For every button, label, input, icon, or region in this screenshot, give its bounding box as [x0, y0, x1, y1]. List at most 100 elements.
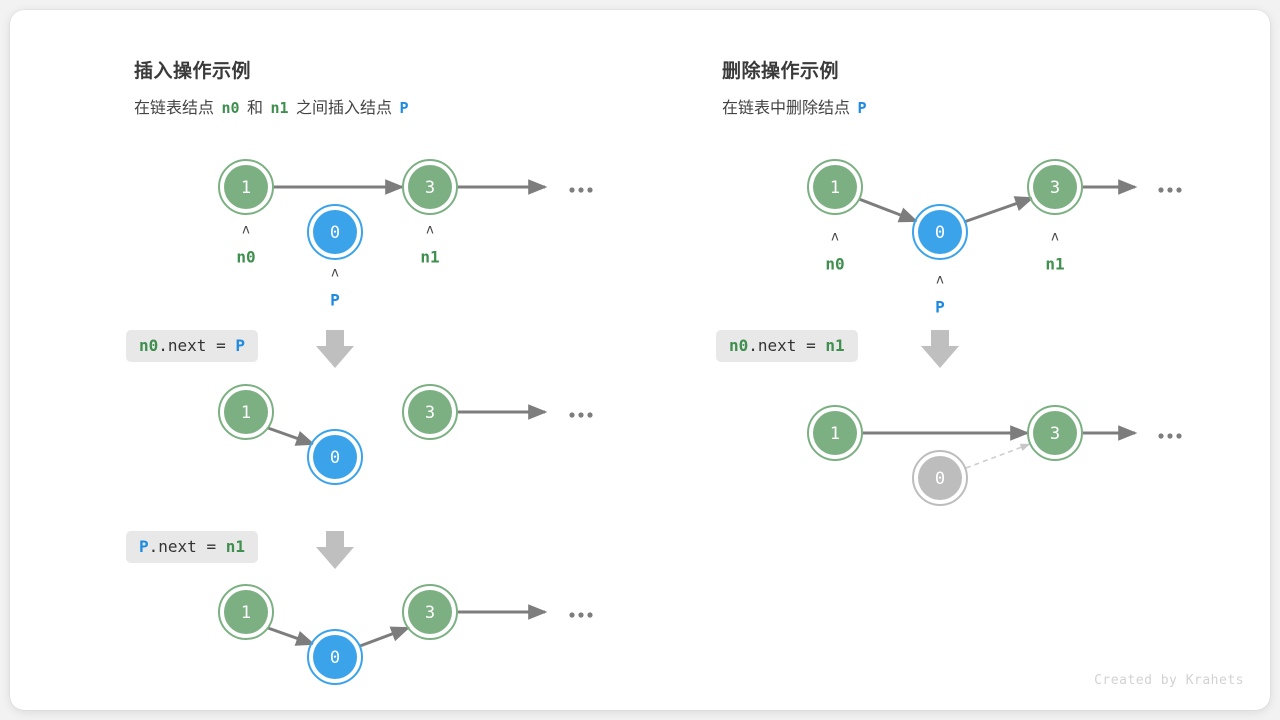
ellipsis-dot — [1158, 433, 1164, 439]
delete-chip-1: n0.next = n1 — [716, 330, 858, 363]
edge-1-to-0 — [267, 626, 316, 646]
ellipsis-dot — [569, 187, 575, 193]
node-inner-gap — [404, 161, 456, 213]
node-0: 0 — [912, 204, 968, 260]
insert-panel-title: 插入操作示例 — [134, 61, 252, 82]
node-value: 1 — [241, 178, 251, 198]
node-value: 1 — [830, 178, 840, 198]
edge-1-to-0 — [267, 426, 316, 446]
node-outer-ring — [1027, 159, 1083, 215]
node-3: 3 — [1027, 159, 1083, 215]
node-body — [313, 435, 357, 479]
caret-icon: ʌ — [936, 273, 944, 288]
code-token: n1 — [225, 537, 245, 556]
node-inner-gap — [309, 631, 361, 683]
node-outer-ring — [402, 584, 458, 640]
node-value: 0 — [330, 648, 340, 668]
pointer-label: P — [935, 298, 945, 317]
node-3: 3 — [402, 384, 458, 440]
ellipsis-dot — [578, 612, 584, 618]
node-1: 1 — [218, 584, 274, 640]
subtitle-var-n0: n0 — [221, 99, 240, 117]
node-body — [408, 165, 452, 209]
subtitle-var-p: P — [857, 99, 867, 117]
node-0: 0 — [307, 204, 363, 260]
code-token: P — [235, 336, 245, 355]
node-body — [918, 210, 962, 254]
node-value: 0 — [330, 448, 340, 468]
ellipsis-dot — [578, 412, 584, 418]
edge-0-to-3 — [963, 196, 1035, 224]
node-outer-ring — [218, 384, 274, 440]
ellipsis-dot — [587, 612, 593, 618]
node-outer-ring — [402, 384, 458, 440]
node-inner-gap — [809, 407, 861, 459]
subtitle-var-p: P — [399, 99, 409, 117]
node-body — [224, 590, 268, 634]
node-outer-ring — [218, 159, 274, 215]
node-outer-ring — [1027, 405, 1083, 461]
subtitle-text-3: 之间插入结点 — [295, 100, 392, 117]
insert-panel-subtitle: 在链表结点 n0 和 n1 之间插入结点 P — [134, 94, 411, 118]
node-inner-gap — [309, 206, 361, 258]
ellipsis-dot — [587, 187, 593, 193]
node-body — [313, 210, 357, 254]
subtitle-text-2: 和 — [246, 100, 263, 117]
ellipsis-dot — [1176, 433, 1182, 439]
ellipsis-dot — [578, 187, 584, 193]
caret-icon: ʌ — [242, 223, 250, 238]
step-down-arrow-icon — [316, 330, 354, 368]
node-3: 3 — [402, 584, 458, 640]
caret-icon: ʌ — [426, 223, 434, 238]
insert-step-3: 1 0 3 — [218, 584, 593, 685]
subtitle-text-1: 在链表中删除结点 — [722, 100, 851, 117]
caret-icon: ʌ — [1051, 230, 1059, 245]
node-inner-gap — [220, 161, 272, 213]
delete-step-2: 1 0 3 — [807, 405, 1182, 506]
node-inner-gap — [1029, 161, 1081, 213]
node-outer-ring — [402, 159, 458, 215]
node-1: 1 — [807, 159, 863, 215]
code-token: .next = — [158, 336, 236, 355]
ellipsis-dot — [1176, 187, 1182, 193]
ellipsis-dot — [1167, 187, 1173, 193]
pointer-n0: ʌn0 — [825, 230, 844, 274]
node-value: 0 — [935, 469, 945, 489]
node-value: 0 — [935, 223, 945, 243]
node-0-removed: 0 — [912, 450, 968, 506]
node-value: 1 — [241, 403, 251, 423]
node-body — [224, 165, 268, 209]
node-1: 1 — [807, 405, 863, 461]
edge-0-to-3 — [359, 626, 411, 648]
node-body — [408, 590, 452, 634]
pointer-label: n1 — [1045, 255, 1064, 274]
subtitle-text-1: 在链表结点 — [134, 100, 215, 117]
node-value: 1 — [241, 603, 251, 623]
panel-delete: 删除操作示例 在链表中删除结点 P — [10, 10, 1270, 710]
node-inner-gap — [404, 386, 456, 438]
panel-insert: 插入操作示例 在链表结点 n0 和 n1 之间插入结点 P — [10, 10, 640, 710]
edge-1-to-0 — [858, 197, 919, 223]
node-inner-gap — [309, 431, 361, 483]
node-1: 1 — [218, 384, 274, 440]
code-token: P — [139, 537, 149, 556]
node-3: 3 — [1027, 405, 1083, 461]
insert-chip-1: n0.next = P — [126, 330, 258, 363]
caret-icon: ʌ — [831, 230, 839, 245]
node-3: 3 — [402, 159, 458, 215]
credit-text: Created by Krahets — [1094, 673, 1244, 688]
node-inner-gap — [1029, 407, 1081, 459]
caret-icon: ʌ — [331, 266, 339, 281]
node-body — [1033, 165, 1077, 209]
node-body — [813, 411, 857, 455]
node-inner-gap — [914, 206, 966, 258]
delete-panel-title: 删除操作示例 — [722, 61, 840, 82]
ellipsis-dot — [1167, 433, 1173, 439]
node-body — [313, 635, 357, 679]
pointer-P: ʌP — [330, 266, 340, 310]
node-outer-ring — [912, 204, 968, 260]
node-0: 0 — [307, 629, 363, 685]
ellipsis-dot — [569, 612, 575, 618]
node-outer-ring — [807, 159, 863, 215]
